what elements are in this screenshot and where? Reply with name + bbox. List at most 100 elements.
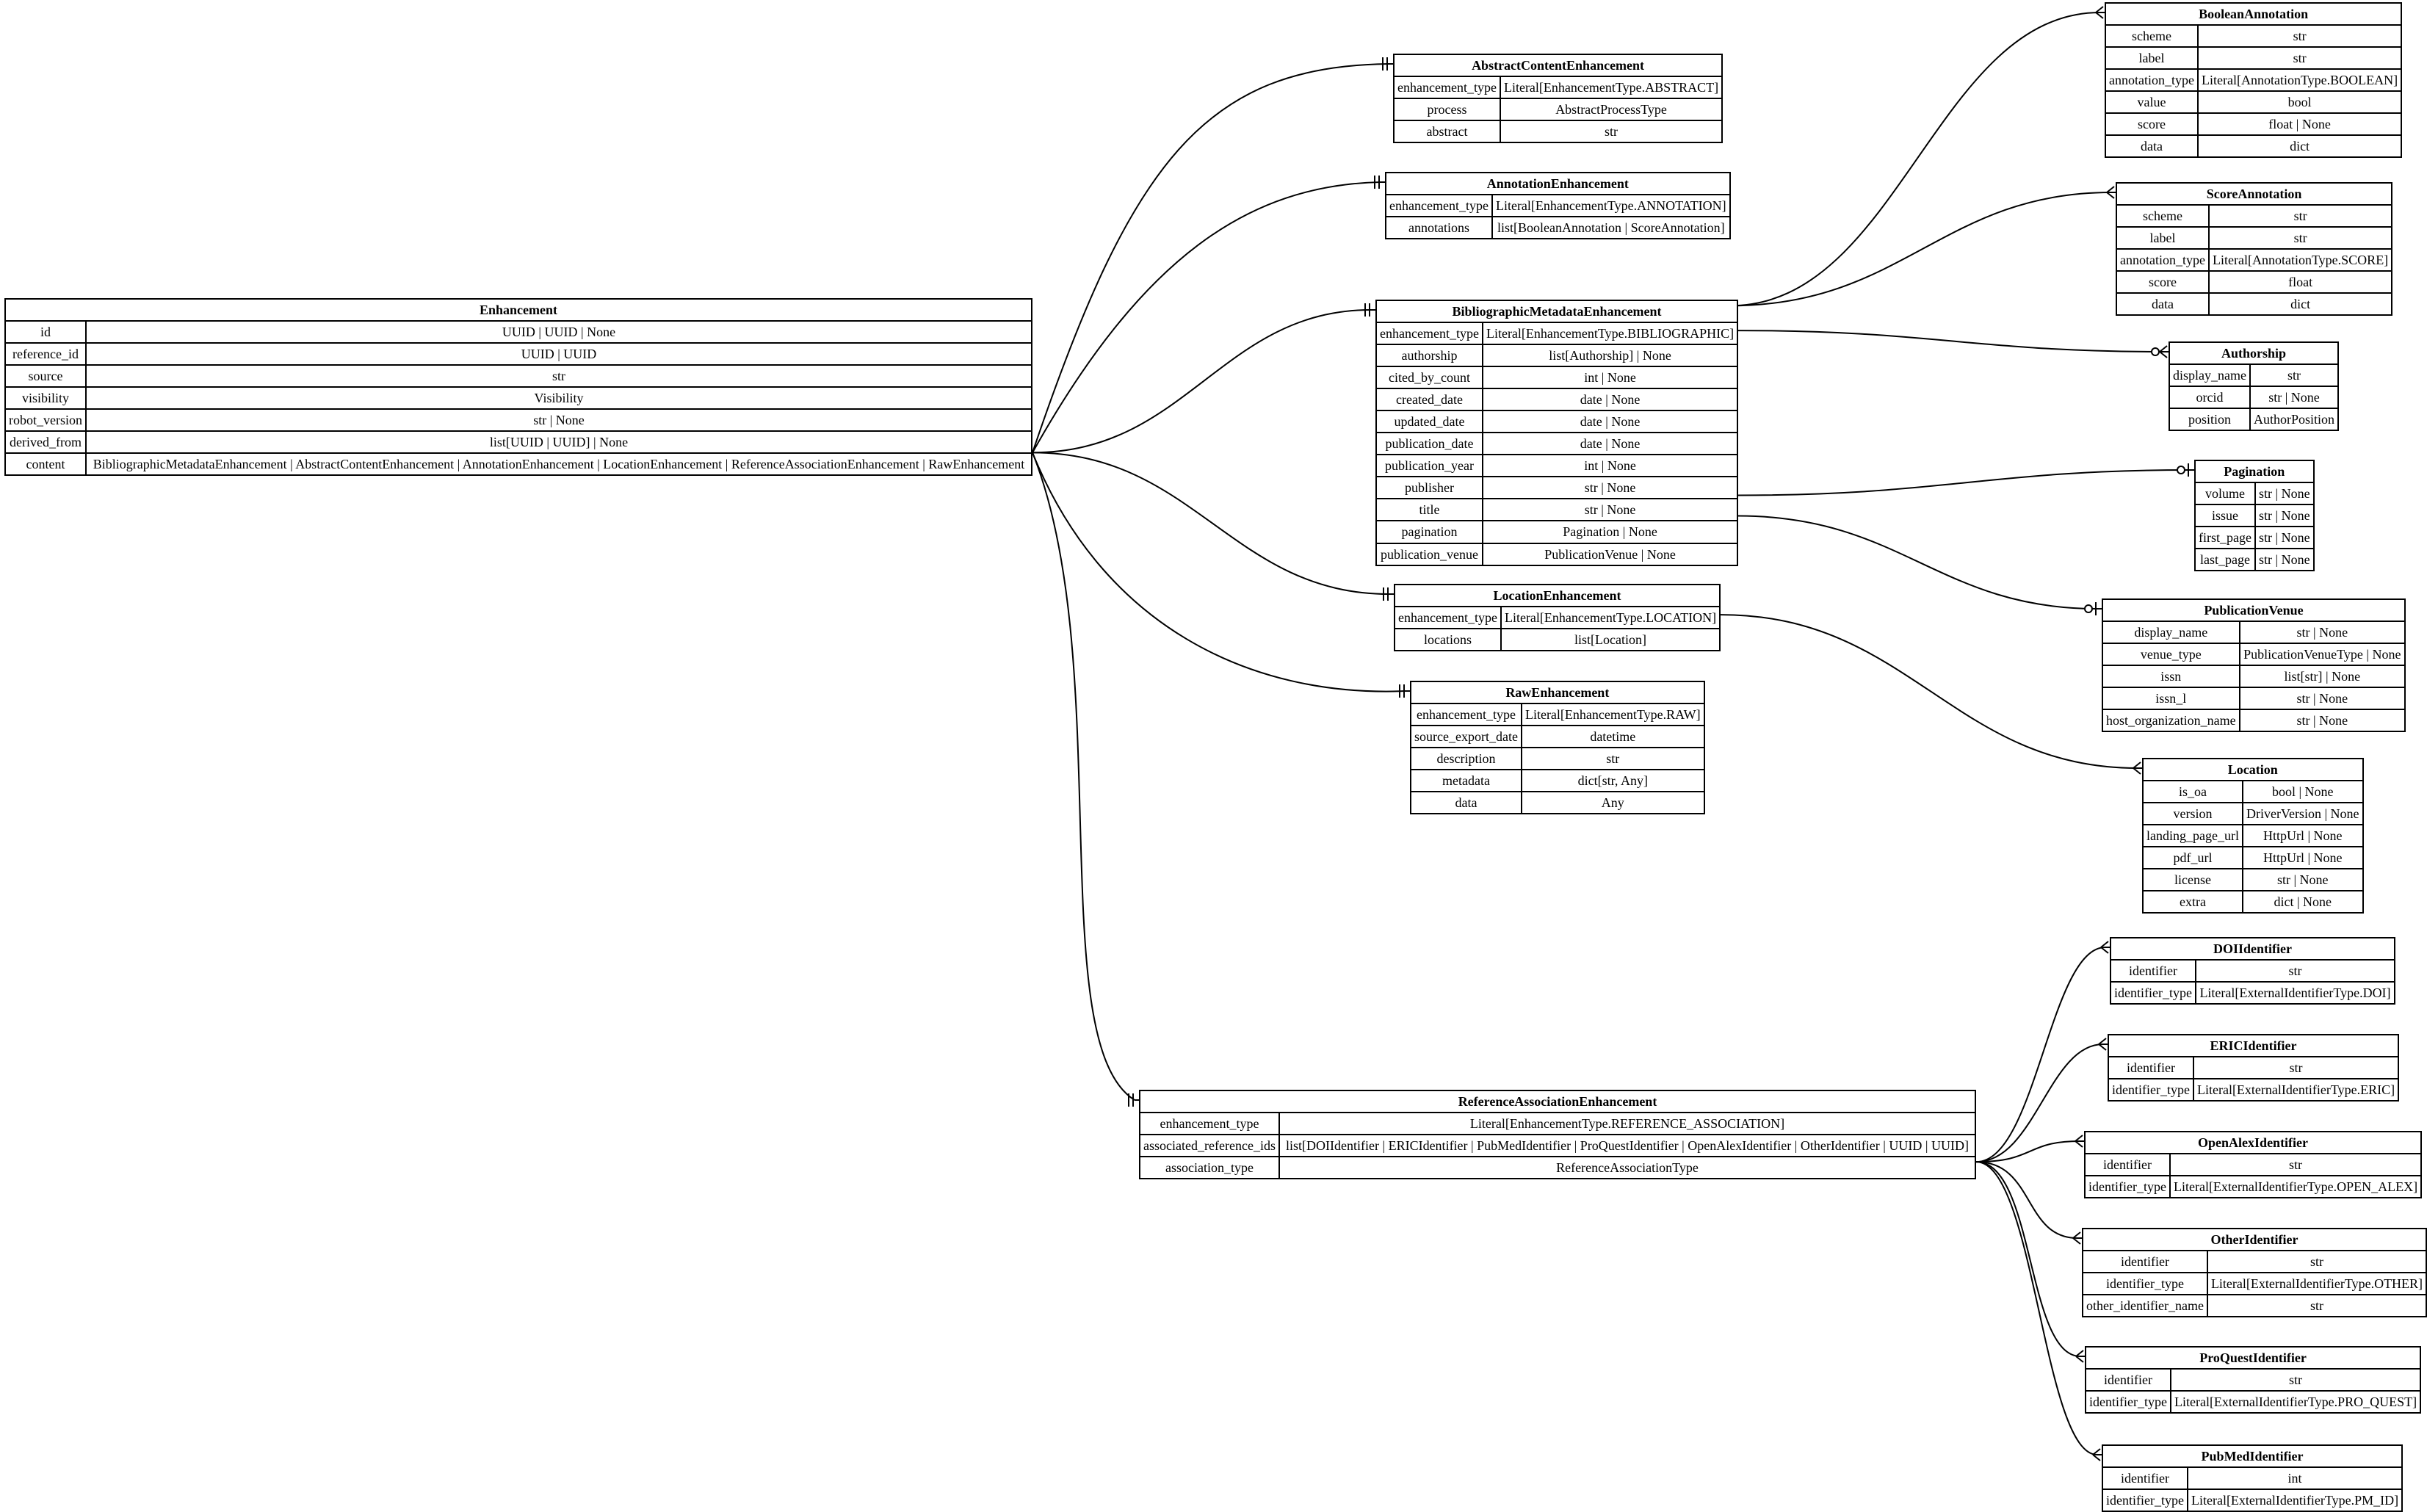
edge-biblio-authorship — [1737, 330, 2169, 358]
field-name: source — [4, 364, 87, 388]
field-type: list[str] | None — [2238, 665, 2406, 689]
edge-refassoc-other — [1975, 1161, 2082, 1245]
field-name: license — [2142, 868, 2243, 892]
field-name: enhancement_type — [1375, 322, 1483, 346]
field-type: ReferenceAssociationType — [1278, 1156, 1976, 1180]
field-name: last_page — [2194, 548, 2256, 572]
field-name: identifier — [2108, 1056, 2194, 1080]
field-name: derived_from — [4, 430, 87, 455]
field-name: description — [1410, 747, 1522, 771]
entity-title: Pagination — [2194, 459, 2315, 484]
edge-refassoc-pubmed — [1975, 1161, 2102, 1461]
edge-enhancement-abstract — [1032, 57, 1393, 453]
field-name: data — [2116, 292, 2210, 316]
edge-biblio-pagination — [1737, 463, 2194, 496]
edge-refassoc-proquest — [1975, 1161, 2085, 1363]
field-name: publisher — [1375, 476, 1483, 500]
field-name: identifier — [2085, 1368, 2171, 1392]
field-type: Literal[EnhancementType.ABSTRACT] — [1499, 76, 1724, 100]
field-type: Literal[ExternalIdentifierType.ERIC] — [2192, 1078, 2400, 1102]
field-name: extra — [2142, 890, 2243, 914]
field-name: abstract — [1393, 120, 1501, 144]
entity-title: ProQuestIdentifier — [2084, 1345, 2422, 1370]
field-name: scheme — [2105, 24, 2199, 48]
field-type: str | None — [2238, 687, 2406, 711]
field-name: landing_page_url — [2142, 824, 2243, 848]
field-type: UUID | UUID | None — [85, 320, 1032, 344]
field-name: publication_venue — [1375, 542, 1483, 566]
field-name: score — [2105, 112, 2199, 137]
field-type: str | None — [2238, 709, 2406, 733]
field-name: data — [1410, 791, 1522, 815]
field-name: version — [2142, 802, 2243, 826]
field-name: identifier — [2084, 1153, 2171, 1177]
field-type: dict | None — [2241, 890, 2364, 914]
field-name: label — [2105, 46, 2199, 70]
field-type: str — [2195, 959, 2395, 983]
edge-annotation-boolann — [1729, 6, 2105, 307]
entity-title: AbstractContentEnhancement — [1392, 53, 1724, 78]
entity-title: OpenAlexIdentifier — [2083, 1130, 2423, 1155]
field-type: int — [2186, 1466, 2404, 1491]
field-type: str — [2249, 363, 2340, 388]
edge-enhancement-annotation — [1032, 176, 1385, 453]
field-type: datetime — [1520, 725, 1705, 749]
field-name: process — [1393, 98, 1501, 122]
field-name: enhancement_type — [1393, 76, 1501, 100]
field-name: identifier_type — [2108, 1078, 2194, 1102]
field-type: str — [2206, 1250, 2427, 1274]
field-type: date | None — [1481, 432, 1739, 456]
field-name: annotation_type — [2116, 248, 2210, 272]
field-name: data — [2105, 134, 2199, 159]
field-type: DriverVersion | None — [2241, 802, 2364, 826]
edge-enhancement-refassoc — [1032, 452, 1139, 1107]
field-type: str — [2196, 46, 2403, 70]
field-name: reference_id — [4, 342, 87, 366]
field-type: str — [85, 364, 1032, 388]
entity-title: PublicationVenue — [2102, 598, 2406, 623]
edge-enhancement-location_enh — [1032, 452, 1394, 601]
field-name: is_oa — [2142, 780, 2243, 804]
field-type: Literal[ExternalIdentifierType.PM_ID] — [2186, 1489, 2404, 1512]
field-type: int | None — [1481, 454, 1739, 478]
field-type: Visibility — [85, 386, 1032, 410]
field-type: str — [2169, 1153, 2423, 1177]
field-type: list[Authorship] | None — [1481, 344, 1739, 368]
